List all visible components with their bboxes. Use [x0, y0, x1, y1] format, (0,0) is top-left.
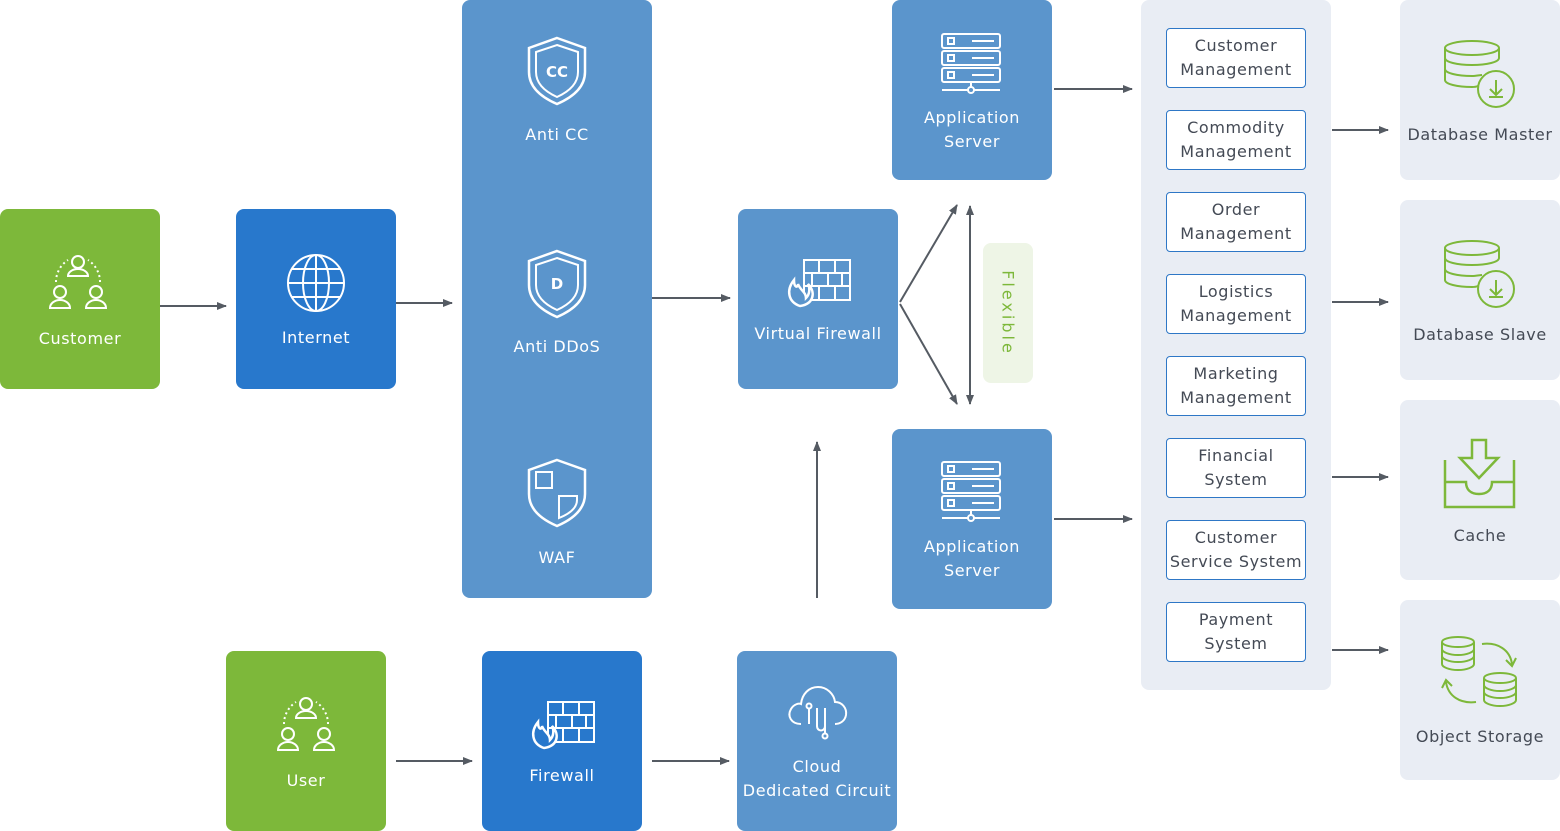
database-download-icon — [1444, 40, 1515, 108]
shield-d-icon: D — [527, 249, 587, 319]
users-icon — [48, 255, 108, 309]
firewall-icon — [531, 701, 595, 750]
object-storage-label: Object Storage — [1415, 727, 1545, 746]
waf-label: WAF — [538, 548, 576, 567]
globe-icon — [287, 254, 345, 312]
object-storage-node: Object Storage — [1400, 600, 1560, 780]
firewall-node: Firewall — [482, 651, 642, 831]
customer-label: Customer — [38, 329, 122, 348]
service-commodity-management: Commodity Management — [1166, 110, 1306, 170]
cache-node: Cache — [1400, 400, 1560, 580]
service-logistics-management: Logistics Management — [1166, 274, 1306, 334]
database-download-icon — [1444, 240, 1515, 308]
shield-cc-icon: CC — [527, 36, 587, 106]
flexible-badge: Flexible — [983, 243, 1033, 383]
anti-cc-label: Anti CC — [525, 125, 589, 144]
user-label: User — [286, 771, 326, 790]
cache-label: Cache — [1453, 526, 1507, 545]
service-payment-system: Payment System — [1166, 602, 1306, 662]
cloud-circuit-label: Cloud Dedicated Circuit — [742, 757, 892, 800]
arrows — [160, 85, 1389, 765]
internet-label: Internet — [281, 328, 351, 347]
cloud-circuit-node: Cloud Dedicated Circuit — [737, 651, 897, 831]
service-customer-management: Customer Management — [1166, 28, 1306, 88]
db-master-label: Database Master — [1407, 125, 1553, 144]
arrow-vfirewall-appserver-top — [899, 204, 958, 303]
virtual-firewall-label: Virtual Firewall — [754, 324, 882, 343]
user-node: User — [226, 651, 386, 831]
users-icon — [276, 697, 336, 751]
inbox-download-icon — [1443, 438, 1516, 509]
app-server-top-label: Application Server — [924, 108, 1020, 151]
anti-ddos-label: Anti DDoS — [513, 337, 601, 356]
service-financial-system: Financial System — [1166, 438, 1306, 498]
cloud-icon — [788, 685, 848, 740]
db-slave-label: Database Slave — [1413, 325, 1547, 344]
server-icon — [941, 33, 1001, 94]
service-order-management: Order Management — [1166, 192, 1306, 252]
arrow-vfirewall-appserver-bottom — [899, 303, 958, 405]
virtual-firewall-node: Virtual Firewall — [738, 209, 898, 389]
firewall-label: Firewall — [529, 766, 595, 785]
services-panel: Customer Management Commodity Management… — [1141, 0, 1331, 690]
app-server-bottom-label: Application Server — [924, 537, 1020, 580]
firewall-icon — [787, 259, 851, 308]
security-panel: Anti CC Anti DDoS WAF — [462, 0, 652, 598]
customer-node: Customer — [0, 209, 160, 389]
server-icon — [941, 461, 1001, 522]
database-sync-icon — [1441, 636, 1517, 708]
svg-text:D: D — [551, 275, 563, 293]
service-marketing-management: Marketing Management — [1166, 356, 1306, 416]
shield-waf-icon — [527, 458, 587, 528]
svg-text:CC: CC — [546, 63, 568, 81]
service-customer-service-system: Customer Service System — [1166, 520, 1306, 580]
